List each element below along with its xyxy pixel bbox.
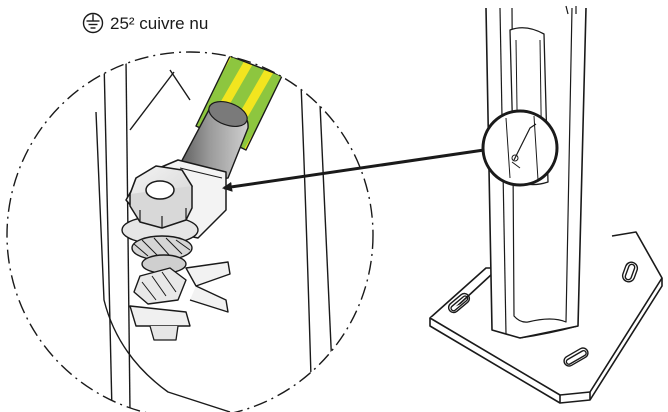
post-drawing	[429, 5, 663, 404]
lower-bracket	[129, 261, 231, 341]
detail-magnifier	[481, 109, 559, 187]
earth-ground-icon	[82, 12, 104, 34]
detail-wall	[95, 59, 335, 412]
cable-label: 25² cuivre nu	[82, 8, 208, 38]
detail-arrow	[222, 148, 485, 192]
hex-nut	[129, 165, 193, 229]
cable-spec-text: 25² cuivre nu	[110, 13, 209, 33]
detail-circle-outline	[6, 51, 374, 412]
detail-view	[6, 51, 374, 412]
base-slots	[447, 261, 639, 367]
ground-cable	[177, 55, 283, 181]
